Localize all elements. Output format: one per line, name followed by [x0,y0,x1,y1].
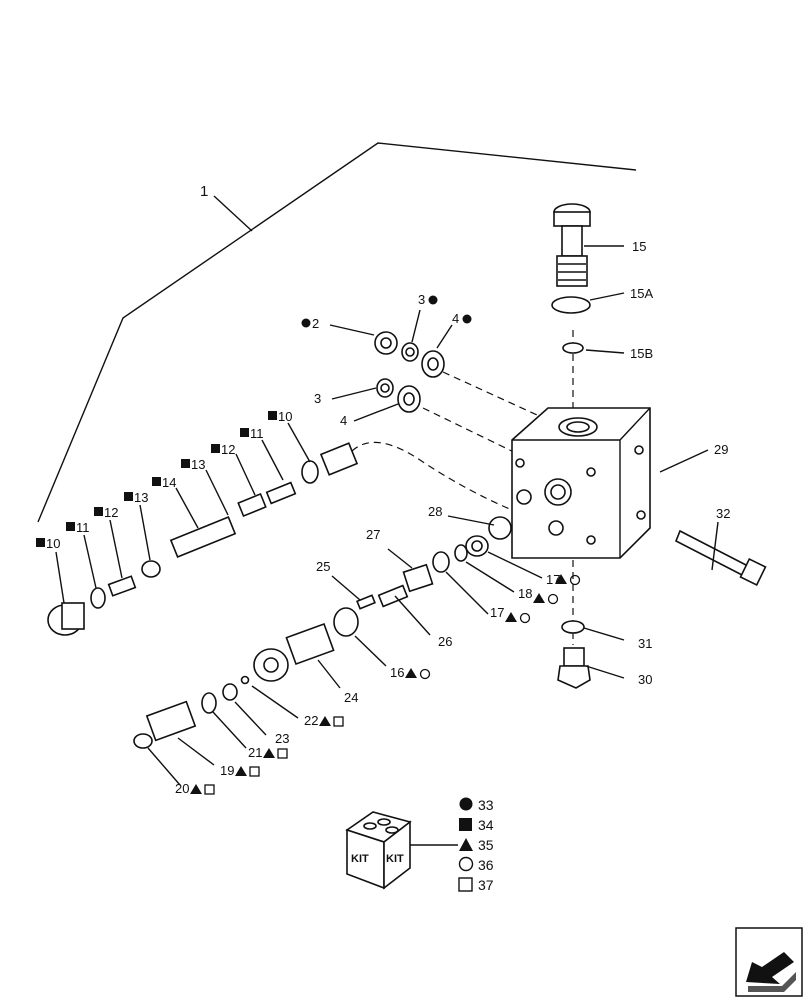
label-31: 31 [638,636,652,651]
label-3a: 3 [418,292,425,307]
label-16: 16 [390,665,404,680]
kit-text-left: KIT [351,853,369,865]
lower-valve-stack [133,622,335,749]
label-18: 18 [518,586,532,601]
seal-rings-top [374,331,445,413]
label-24: 24 [344,690,358,705]
leader-lines [55,245,719,786]
label-15b: 15B [630,346,653,361]
label-11b: 11 [250,426,264,441]
label-28: 28 [428,504,442,519]
label-27: 27 [366,527,380,542]
label-20: 20 [175,781,189,796]
legend-filled-square-icon [459,818,472,831]
legend-35: 35 [478,837,494,853]
legend-filled-circle-icon [459,797,473,811]
label-29: 29 [714,442,728,457]
legend-33: 33 [478,797,494,813]
label-10b: 10 [278,409,292,424]
label-14: 14 [162,475,176,490]
label-4a: 4 [452,311,459,326]
label-15a: 15A [630,286,653,301]
legend-open-square-icon [458,877,473,892]
label-12a: 12 [104,505,118,520]
label-32: 32 [716,506,730,521]
middle-valve-stack [333,516,512,637]
label-13a: 13 [134,490,148,505]
label-26: 26 [438,634,452,649]
label-23: 23 [275,731,289,746]
cartridge-valve [551,203,591,354]
legend-37: 37 [478,877,494,893]
legend-34: 34 [478,817,494,833]
left-valve-stack [47,442,359,636]
kit-text-right: KIT [386,853,404,865]
part-labels: 10 11 12 13 14 13 12 11 10 2 3 4 3 4 15 … [36,239,730,796]
label-13b: 13 [191,457,205,472]
label-3b: 3 [314,391,321,406]
label-22: 22 [304,713,318,728]
label-19: 19 [220,763,234,778]
label-15: 15 [632,239,646,254]
legend-filled-triangle-icon [459,838,473,851]
label-30: 30 [638,672,652,687]
kit-legend: 33 34 35 36 37 [458,797,494,893]
back-arrow-icon[interactable] [735,927,803,997]
label-4b: 4 [340,413,347,428]
label-21: 21 [248,745,262,760]
label-12b: 12 [221,442,235,457]
legend-open-circle-icon [458,856,474,872]
label-17b: 17 [490,605,504,620]
label-2: 2 [312,316,319,331]
label-10a: 10 [46,536,60,551]
kit-box-icon: KIT KIT [345,811,458,890]
valve-body [511,407,651,559]
assembly-label: 1 [200,183,208,200]
label-25: 25 [316,559,330,574]
bolt-and-plug [557,529,767,689]
legend-36: 36 [478,857,494,873]
label-11a: 11 [76,520,90,535]
assembly-bracket: 1 [37,142,637,523]
